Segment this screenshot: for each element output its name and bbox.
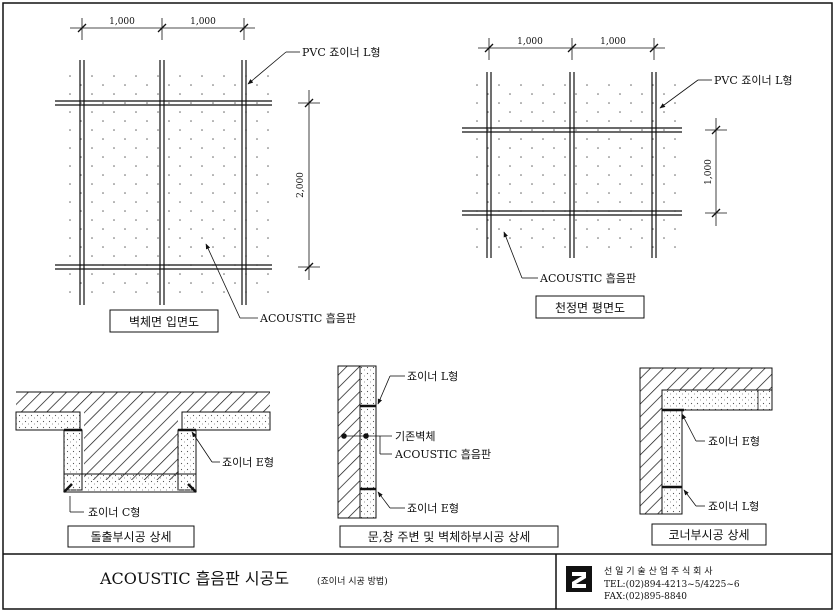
elevation-side-dimension	[298, 90, 320, 280]
elevation-panel-leader	[205, 243, 241, 319]
plan-panel-area	[468, 80, 678, 255]
elevation-dim-1: 1,000	[109, 17, 135, 27]
plan-dim-2: 1,000	[600, 37, 626, 47]
plan-side-dimension	[705, 118, 727, 226]
wall-elevation-view: 1,000 1,000 2,000 PVC 죠이너 L형 ACOUSTIC 흡음…	[55, 17, 381, 333]
door-panel-label: ACOUSTIC 흡음판	[394, 447, 491, 461]
elevation-dim-side: 2,000	[296, 172, 306, 198]
elevation-joiner-label: PVC 죠이너 L형	[302, 46, 381, 59]
projection-e-label: 죠이너 E형	[222, 456, 274, 469]
plan-dim-side: 1,000	[704, 159, 714, 185]
projection-c-label: 죠이너 C형	[88, 506, 140, 519]
projection-caption: 돌출부시공 상세	[90, 530, 171, 544]
elevation-dim-2: 1,000	[190, 17, 216, 27]
plan-joiner-label: PVC 죠이너 L형	[714, 74, 793, 87]
company-fax: FAX:(02)895-8840	[604, 591, 687, 602]
corner-l-label: 죠이너 L형	[708, 500, 759, 513]
company-name: 선 일 기 술 산 업 주 식 회 사	[604, 566, 713, 577]
title-block: ACOUSTIC 흡음판 시공도 (죠이너 시공 방법) 선 일 기 술 산 업…	[99, 554, 740, 609]
drawing-subtitle: (죠이너 시공 방법)	[317, 576, 388, 587]
company-logo-icon	[566, 566, 592, 592]
drawing-title: ACOUSTIC 흡음판 시공도	[99, 569, 289, 588]
door-window-detail: 죠이너 L형 기존벽체 ACOUSTIC 흡음판 죠이너 E형 문,창 주변 및…	[337, 365, 559, 548]
plan-top-dimension	[478, 38, 665, 60]
plan-caption: 천정면 평면도	[555, 300, 625, 315]
corner-e-label: 죠이너 E형	[708, 435, 760, 448]
door-wall-label: 기존벽체	[395, 430, 435, 443]
company-tel: TEL:(02)894-4213~5/4225~6	[604, 579, 740, 590]
plan-vertical-joiners	[486, 72, 657, 258]
plan-panel-label: ACOUSTIC 흡음판	[539, 271, 636, 285]
corner-detail: 죠이너 E형 죠이너 L형 코너부시공 상세	[639, 367, 773, 546]
corner-caption: 코너부시공 상세	[668, 528, 749, 542]
door-l-label: 죠이너 L형	[407, 370, 458, 383]
elevation-joiner-leader	[247, 51, 287, 85]
elevation-top-dimension	[70, 18, 255, 40]
ceiling-plan-view: 1,000 1,000 1,000 PVC 죠이너 L형 ACOUSTIC 흡음…	[462, 37, 793, 319]
projection-detail: 죠이너 E형 죠이너 C형 돌출부시공 상세	[15, 391, 274, 548]
elevation-caption: 벽체면 입면도	[129, 315, 199, 329]
door-caption: 문,창 주변 및 벽체하부시공 상세	[368, 530, 531, 544]
door-e-label: 죠이너 E형	[407, 502, 459, 515]
plan-panel-leader	[503, 231, 523, 279]
plan-dim-1: 1,000	[517, 37, 543, 47]
plan-horizontal-joiners	[462, 127, 682, 216]
elevation-panel-label: ACOUSTIC 흡음판	[259, 311, 356, 325]
plan-joiner-leader	[659, 79, 699, 109]
elevation-horizontal-joiners	[55, 100, 272, 270]
